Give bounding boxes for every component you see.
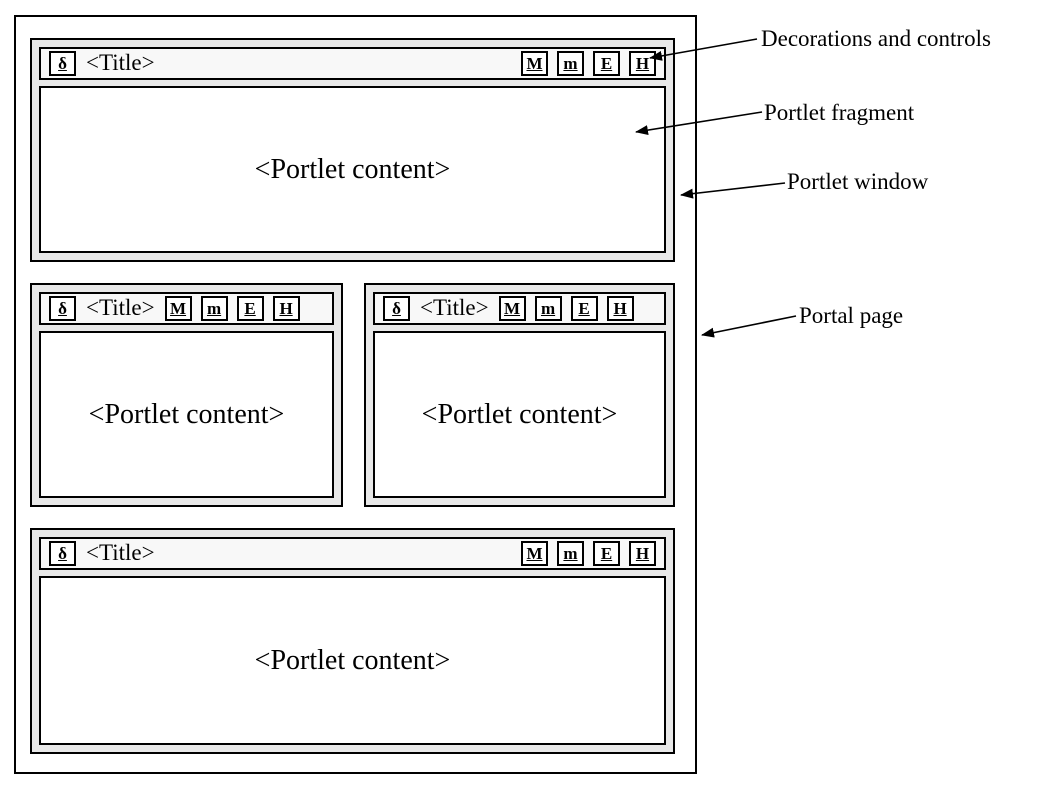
portal-page: δ <Title> M m E H <Portlet content> δ <T… (14, 15, 697, 774)
help-button[interactable]: H (629, 541, 656, 566)
portlet-title: <Title> (86, 540, 155, 565)
portlet-icon: δ (49, 51, 76, 76)
portlet-window-middle-left: δ <Title> M m E H <Portlet content> (30, 283, 343, 507)
minimize-button[interactable]: m (557, 541, 584, 566)
portlet-content: <Portlet content> (373, 331, 666, 498)
portlet-titlebar: δ <Title> M m E H (39, 47, 666, 80)
arrow-portal-page (701, 315, 797, 338)
portlet-icon: δ (383, 296, 410, 321)
portlet-titlebar: δ <Title> M m E H (39, 292, 334, 325)
portlet-controls: M m E H (521, 51, 656, 76)
portlet-icon: δ (49, 296, 76, 321)
portlet-title: <Title> (86, 295, 155, 320)
portlet-content: <Portlet content> (39, 331, 334, 498)
portlet-window-bottom: δ <Title> M m E H <Portlet content> (30, 528, 675, 754)
edit-button[interactable]: E (593, 51, 620, 76)
maximize-button[interactable]: M (498, 296, 526, 321)
portlet-titlebar: δ <Title> M m E H (39, 537, 666, 570)
help-button[interactable]: H (272, 296, 300, 321)
portlet-title: <Title> (420, 295, 489, 320)
minimize-button[interactable]: m (200, 296, 228, 321)
edit-button[interactable]: E (236, 296, 264, 321)
label-decorations-and-controls: Decorations and controls (761, 26, 991, 51)
portlet-icon: δ (49, 541, 76, 566)
maximize-button[interactable]: M (164, 296, 192, 321)
help-button[interactable]: H (606, 296, 634, 321)
portlet-content: <Portlet content> (39, 576, 666, 745)
minimize-button[interactable]: m (557, 51, 584, 76)
portlet-window-top: δ <Title> M m E H <Portlet content> (30, 38, 675, 262)
portlet-controls: M m E H (521, 541, 656, 566)
portlet-window-middle-right: δ <Title> M m E H <Portlet content> (364, 283, 675, 507)
portlet-titlebar: δ <Title> M m E H (373, 292, 666, 325)
label-portlet-fragment: Portlet fragment (764, 100, 915, 125)
portlet-title: <Title> (86, 50, 155, 75)
edit-button[interactable]: E (593, 541, 620, 566)
portlet-controls: M m E H (164, 296, 300, 321)
minimize-button[interactable]: m (534, 296, 562, 321)
portlet-content: <Portlet content> (39, 86, 666, 253)
portlet-controls: M m E H (498, 296, 634, 321)
label-portal-page: Portal page (799, 303, 904, 328)
help-button[interactable]: H (629, 51, 656, 76)
label-portlet-window: Portlet window (787, 169, 929, 194)
edit-button[interactable]: E (570, 296, 598, 321)
maximize-button[interactable]: M (521, 51, 548, 76)
maximize-button[interactable]: M (521, 541, 548, 566)
